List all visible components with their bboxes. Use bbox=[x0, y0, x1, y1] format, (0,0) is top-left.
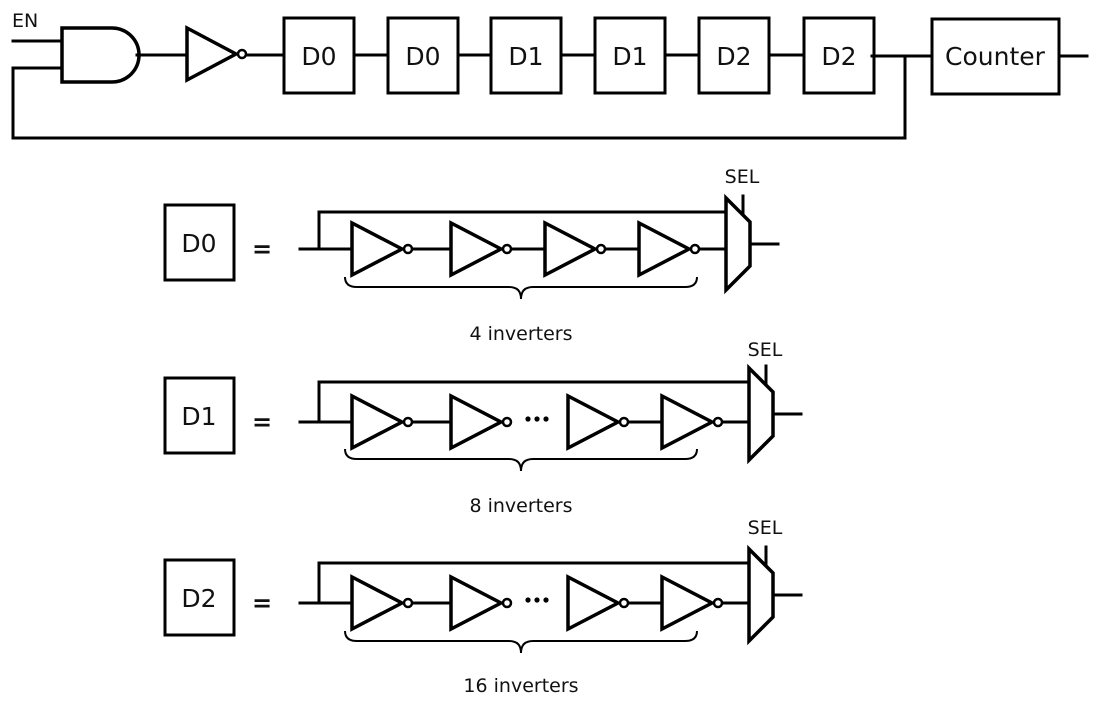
inverter-count-label: 16 inverters bbox=[463, 675, 578, 697]
delay-block-d1: D1 bbox=[593, 16, 667, 95]
bypass-wire bbox=[317, 380, 751, 424]
delay-block-d2: D2 bbox=[802, 16, 876, 95]
inverter-icon bbox=[566, 574, 622, 632]
brace-icon bbox=[344, 448, 698, 472]
inverter-bubble-icon bbox=[595, 243, 607, 255]
inverter-bubble-icon bbox=[236, 48, 248, 60]
inverter-bubble-icon bbox=[402, 597, 414, 609]
delay-block-label: D2 bbox=[821, 42, 856, 71]
bypass-wire bbox=[317, 561, 751, 605]
definition-d2: D2 = SEL 16 inverters bbox=[163, 517, 803, 697]
definition-d0: D0 = SEL 4 inverters bbox=[163, 166, 780, 345]
inverter-bubble-icon bbox=[402, 243, 414, 255]
inverter-bubble-icon bbox=[618, 416, 630, 428]
counter-block bbox=[930, 17, 1061, 96]
delay-block-label: D0 bbox=[301, 42, 336, 71]
delay-block-d0: D0 bbox=[282, 16, 356, 95]
mux-icon bbox=[747, 363, 775, 465]
delay-block-label: D1 bbox=[612, 42, 647, 71]
ellipsis-dot-icon bbox=[534, 416, 540, 422]
inverter-bubble-icon bbox=[712, 416, 724, 428]
inverter-icon bbox=[566, 393, 622, 451]
delay-block-d2: D2 bbox=[697, 16, 771, 95]
sel-label: SEL bbox=[748, 517, 783, 539]
delay-block-d0: D0 bbox=[386, 16, 460, 95]
mux-icon bbox=[747, 544, 775, 646]
sel-label: SEL bbox=[748, 339, 783, 361]
equals-sign: = bbox=[252, 235, 272, 263]
definition-d1: D1 = SEL 8 inverters bbox=[163, 339, 803, 517]
ellipsis-dot-icon bbox=[525, 597, 531, 603]
inverter-icon bbox=[449, 574, 505, 632]
inverter-bubble-icon bbox=[501, 416, 513, 428]
ellipsis-dot-icon bbox=[543, 416, 549, 422]
definition-block-box bbox=[163, 203, 236, 282]
and-gate-icon bbox=[60, 26, 141, 84]
ellipsis-dot-icon bbox=[543, 597, 549, 603]
delay-block-box bbox=[593, 16, 667, 95]
definition-block-box bbox=[163, 376, 236, 455]
mux-icon bbox=[724, 193, 752, 295]
inverter-icon bbox=[350, 574, 406, 632]
counter-label: Counter bbox=[945, 42, 1046, 71]
inverter-icon bbox=[449, 393, 505, 451]
sel-label: SEL bbox=[725, 166, 760, 188]
inverter-bubble-icon bbox=[712, 597, 724, 609]
ellipsis-dot-icon bbox=[525, 416, 531, 422]
equals-sign: = bbox=[252, 589, 272, 617]
inverter-icon bbox=[543, 220, 599, 278]
inverter-bubble-icon bbox=[402, 416, 414, 428]
bypass-wire bbox=[317, 210, 728, 251]
inverter-bubble-icon bbox=[689, 243, 701, 255]
delay-block-label: D1 bbox=[508, 42, 543, 71]
enable-label: EN bbox=[12, 10, 38, 32]
top-chain: EN D0 D0 D1 D1 D2 D2 Counter bbox=[11, 10, 1089, 140]
delay-block-label: D2 bbox=[716, 42, 751, 71]
inverter-icon bbox=[637, 220, 693, 278]
inverter-count-label: 4 inverters bbox=[469, 323, 572, 345]
equals-sign: = bbox=[252, 408, 272, 436]
feedback-wire bbox=[11, 54, 907, 140]
ellipsis-dot-icon bbox=[534, 597, 540, 603]
brace-icon bbox=[344, 276, 698, 300]
definition-block-box bbox=[163, 558, 236, 637]
inverter-icon bbox=[350, 220, 406, 278]
delay-block-box bbox=[282, 16, 356, 95]
inverter-count-label: 8 inverters bbox=[469, 495, 572, 517]
inverter-icon bbox=[350, 393, 406, 451]
delay-block-chain: D0 D0 D1 D1 D2 D2 bbox=[282, 16, 907, 95]
delay-block-box bbox=[802, 16, 876, 95]
inverter-bubble-icon bbox=[501, 243, 513, 255]
inverter-icon bbox=[660, 393, 716, 451]
definition-block-label: D0 bbox=[181, 229, 216, 258]
delay-block-label: D0 bbox=[405, 42, 440, 71]
delay-block-d1: D1 bbox=[489, 16, 563, 95]
definition-block-label: D2 bbox=[181, 584, 216, 613]
brace-icon bbox=[344, 630, 698, 654]
inverter-bubble-icon bbox=[501, 597, 513, 609]
inverter-icon bbox=[660, 574, 716, 632]
inverter-bubble-icon bbox=[618, 597, 630, 609]
definition-block-label: D1 bbox=[181, 402, 216, 431]
inverter-icon bbox=[185, 25, 240, 83]
inverter-icon bbox=[449, 220, 505, 278]
